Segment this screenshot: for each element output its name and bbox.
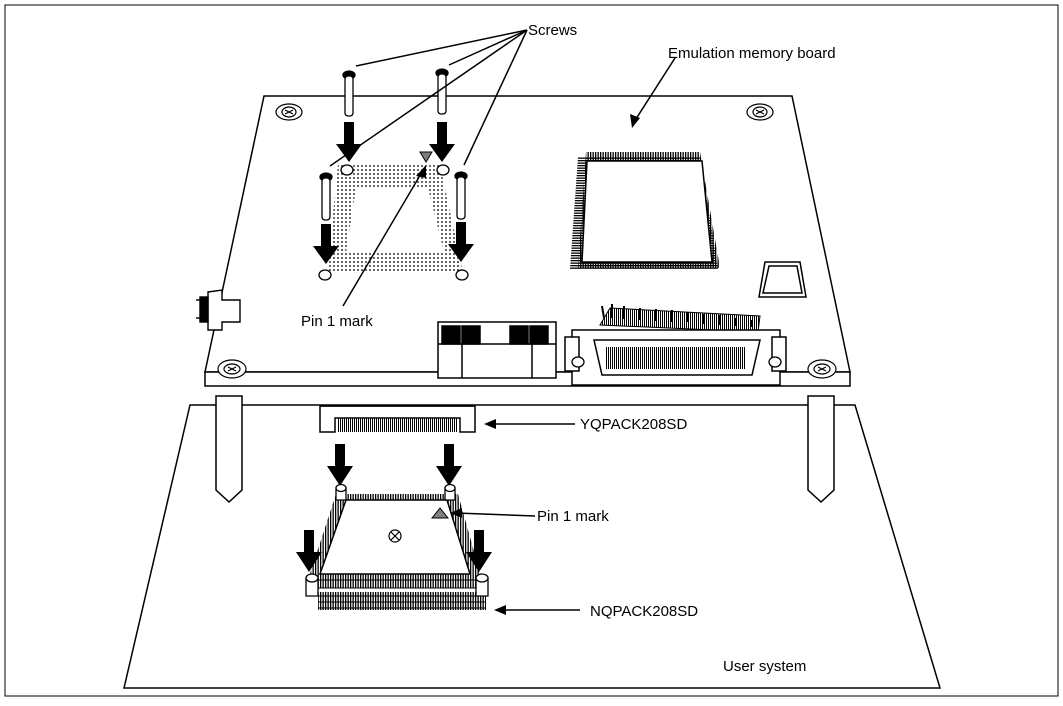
yqpack-label: YQPACK208SD (580, 416, 688, 433)
leader-lines (329, 29, 676, 611)
leader-arrowheads (416, 114, 640, 615)
pin1-mark-bottom-label: Pin 1 mark (537, 508, 609, 525)
board-standoffs (215, 395, 835, 504)
side-connector (196, 289, 241, 331)
small-component (758, 261, 807, 298)
screws (319, 68, 468, 221)
half-pitch-connector (564, 304, 787, 386)
qfp-chip (570, 152, 720, 269)
pin1-triangle-bottom (430, 507, 450, 519)
pin1-triangle-top (419, 151, 433, 163)
emulation-memory-board-label: Emulation memory board (668, 45, 836, 62)
screws-label: Screws (528, 22, 578, 39)
pin1-mark-top-label: Pin 1 mark (301, 313, 373, 330)
center-mark (388, 529, 402, 543)
board-corner-screws (217, 103, 837, 379)
socket-footprint (318, 151, 469, 281)
yqpack-adapter (319, 405, 476, 433)
screw-arrows-top (313, 122, 474, 264)
nqpack-socket (305, 483, 489, 610)
user-system-label: User system (723, 658, 807, 675)
user-system-board (123, 404, 942, 689)
nqpack-label: NQPACK208SD (590, 603, 699, 620)
box-header-connector (437, 321, 557, 379)
figure-frame (4, 4, 1059, 697)
